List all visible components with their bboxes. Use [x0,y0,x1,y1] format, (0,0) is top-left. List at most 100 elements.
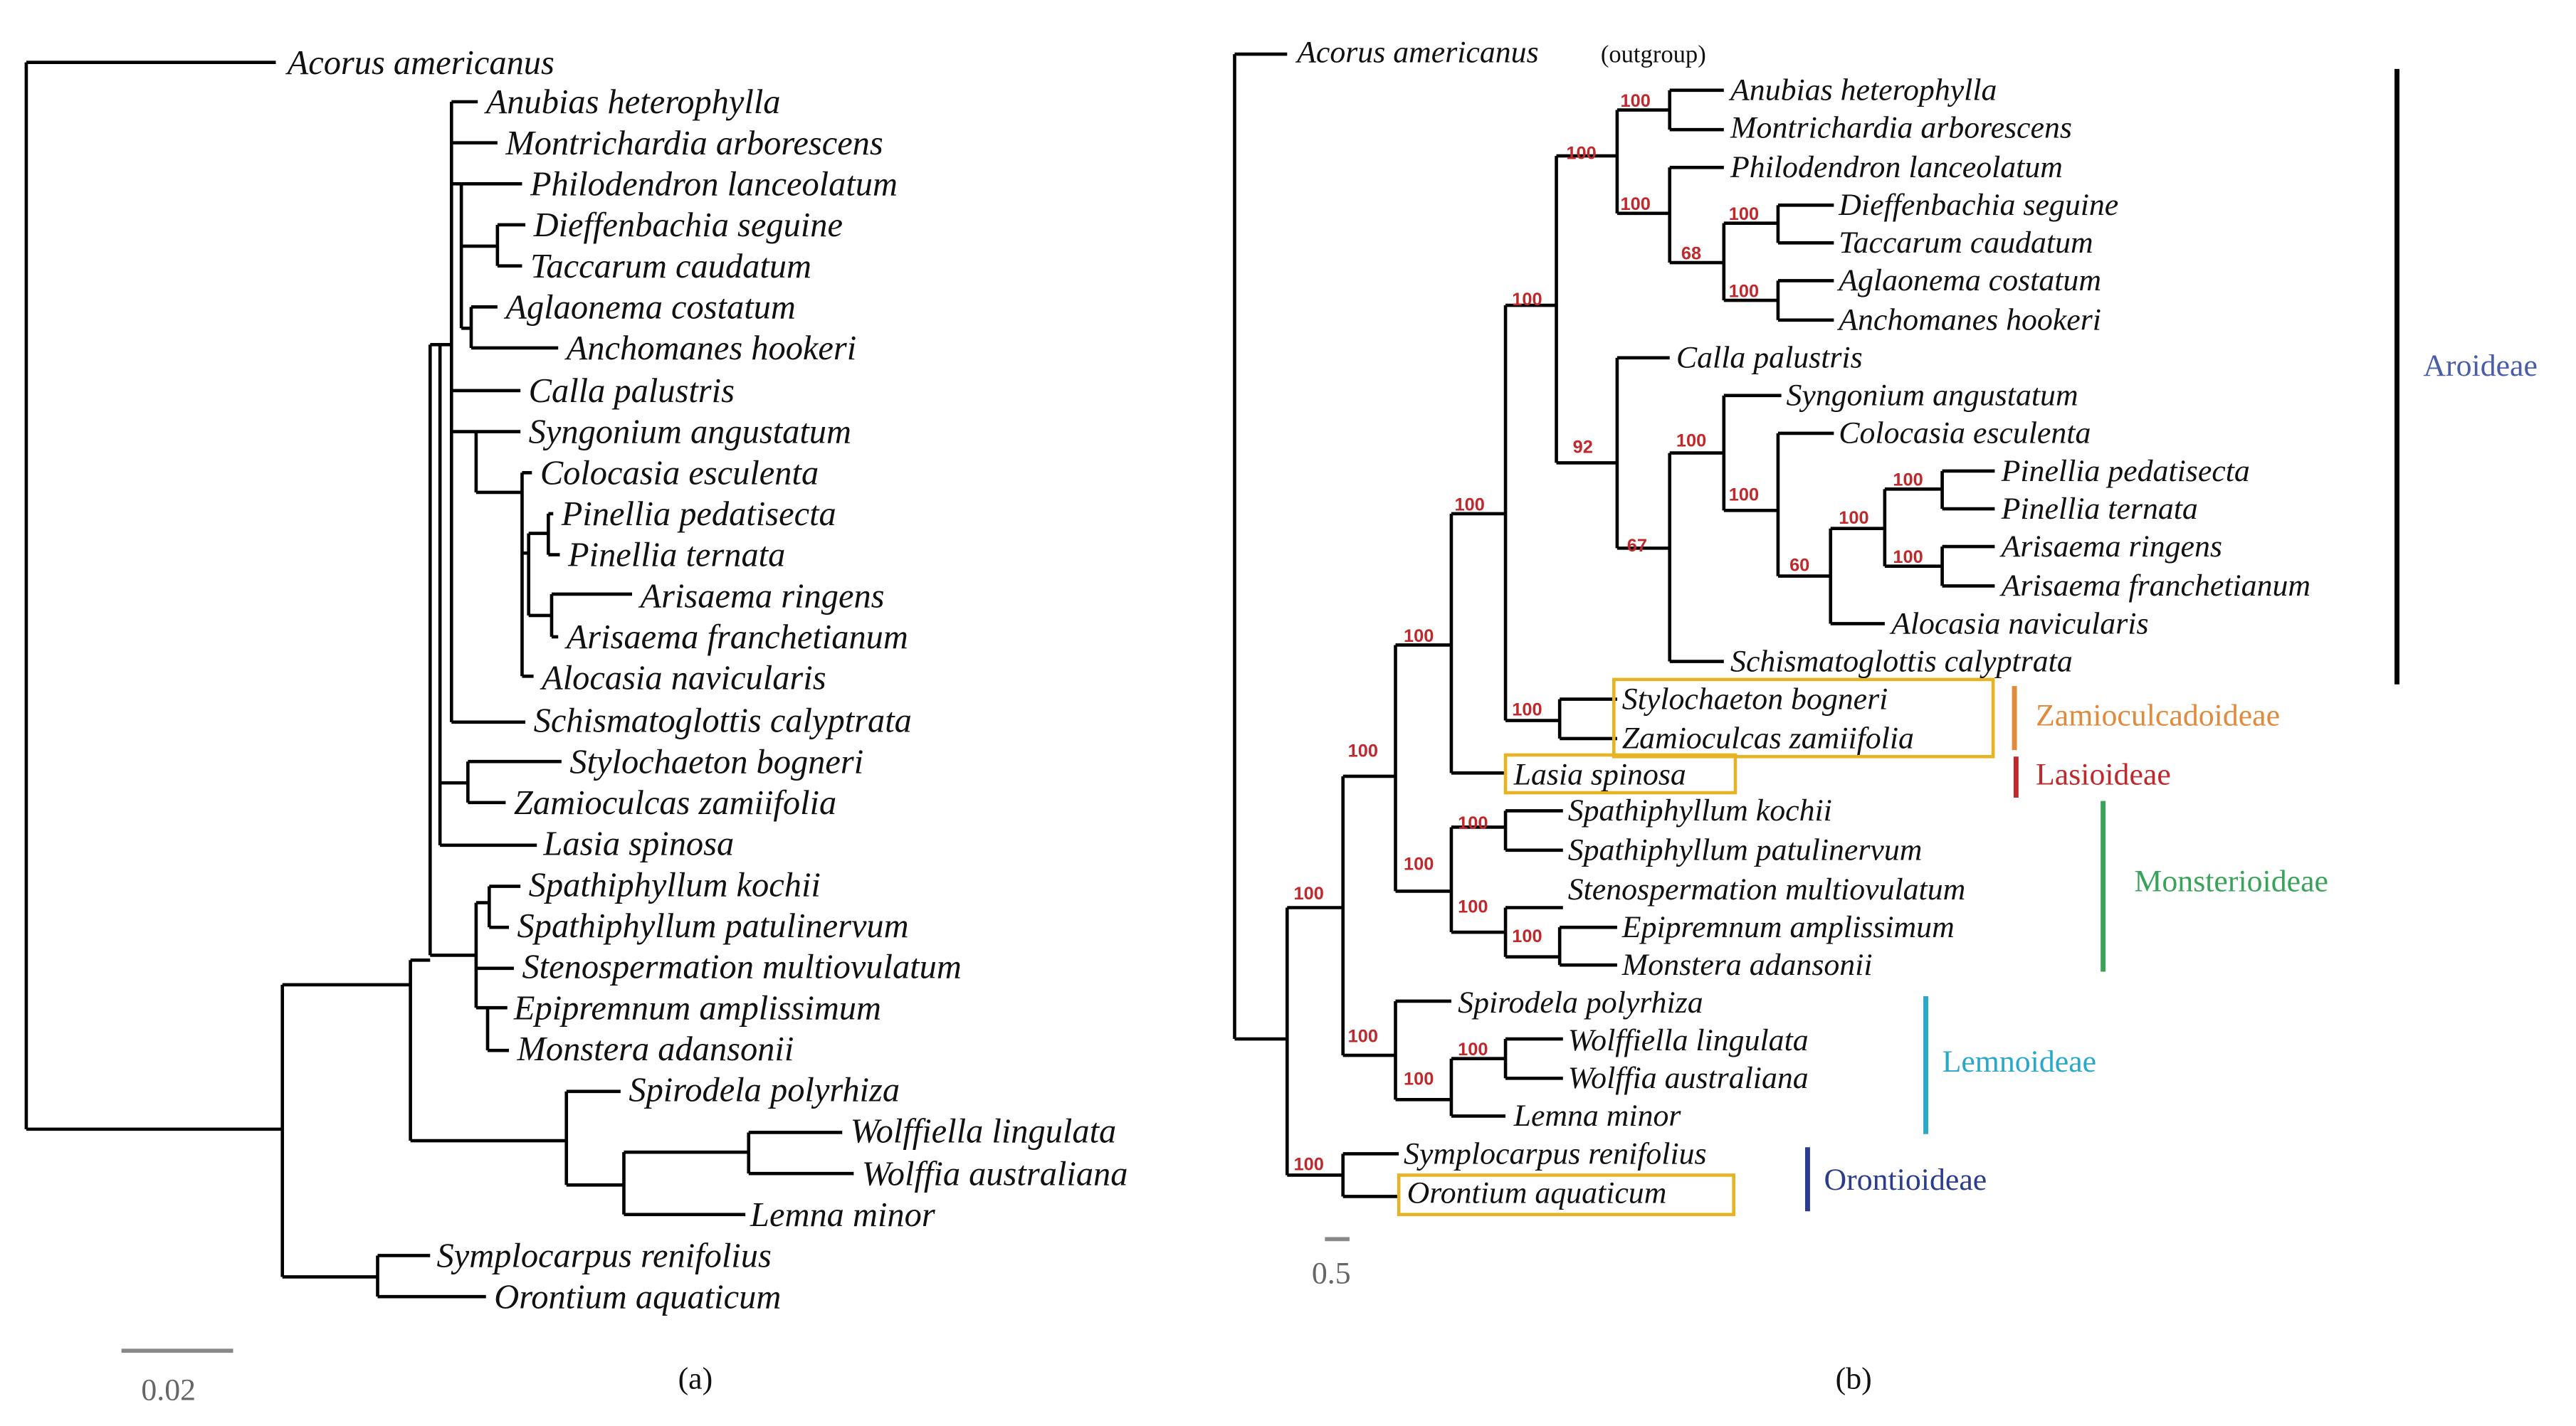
panel-b-clade-bars: Aroideae Zamioculcadoideae Lasioideae Mo… [1804,68,2538,1212]
taxon-label: Wolffiella lingulata [1568,1023,1809,1057]
taxon-label: Orontium aquaticum [494,1278,781,1316]
outgroup-note: (outgroup) [1601,41,1706,68]
taxon-label: Aglaonema costatum [503,288,796,326]
clade-label-lemnoideae: Lemnoideae [1942,1045,2097,1079]
support-value: 100 [1729,485,1759,505]
support-value: 100 [1458,813,1488,833]
support-value: 100 [1839,508,1868,528]
panel-a-branches [24,60,854,1299]
support-value: 92 [1573,438,1593,458]
support-value: 100 [1566,144,1596,164]
taxon-label: Lemna minor [1513,1099,1682,1133]
support-value: 100 [1458,897,1488,917]
clade-label-aroideae: Aroideae [2423,349,2538,383]
taxon-label: Spathiphyllum patulinervum [517,907,909,945]
panel-b-highlight-boxes [1397,677,1995,1217]
highlight-box-zamioculcadoideae [1612,677,1995,759]
taxon-label: Stylochaeton bogneri [1622,682,1888,716]
highlight-box-lasia [1503,753,1738,795]
taxon-label: Pinellia ternata [567,537,785,574]
taxon-label: Schismatoglottis calyptrata [1730,644,2073,678]
panel-a-tree: Acorus americanus Anubias heterophylla M… [24,44,1128,1407]
taxon-label: Stylochaeton bogneri [569,743,863,781]
taxon-label: Colocasia esculenta [1839,416,2091,450]
support-value: 100 [1512,290,1542,310]
support-value: 67 [1627,536,1647,556]
support-value: 100 [1455,495,1485,514]
support-value: 100 [1294,884,1324,904]
clade-label-orontioideae: Orontioideae [1824,1163,1987,1197]
taxon-label: Aglaonema costatum [1836,263,2101,297]
panel-b-label: (b) [1836,1361,1872,1395]
taxon-label: Anchomanes hookeri [1836,303,2101,337]
taxon-label: Epipremnum amplissimum [513,989,881,1027]
taxon-label: Monstera adansonii [517,1030,794,1068]
taxon-label: Montrichardia arborescens [1730,111,2072,145]
support-value: 100 [1621,194,1651,214]
taxon-label: Arisaema ringens [1999,529,2222,564]
taxon-label: Dieffenbachia seguine [1838,188,2118,222]
taxon-label: Spirodela polyrhiza [1458,986,1703,1020]
taxon-label: Taccarum caudatum [1839,226,2093,260]
support-value: 100 [1512,926,1542,946]
taxon-label: Arisaema franchetianum [1999,569,2310,603]
taxon-label: Montrichardia arborescens [505,125,883,162]
taxon-label: Pinellia pedatisecta [2001,454,2250,488]
taxon-label: Orontium aquaticum [1407,1176,1667,1210]
support-value: 100 [1512,700,1542,720]
taxon-label: Philodendron lanceolatum [530,165,898,203]
clade-label-monsterioideae: Monsterioideae [2134,864,2328,898]
taxon-label: Spathiphyllum kochii [1568,793,1832,828]
taxon-label: Epipremnum amplissimum [1621,910,1955,944]
taxon-label: Philodendron lanceolatum [1730,150,2063,184]
support-value: 100 [1621,91,1651,111]
taxon-label: Calla palustris [1676,341,1863,375]
support-value: 100 [1348,1027,1378,1047]
taxon-label: Alocasia navicularis [540,660,826,697]
taxon-label: Arisaema franchetianum [564,618,908,656]
taxon-label: Taccarum caudatum [530,248,811,285]
support-value: 100 [1404,1070,1434,1089]
taxon-label: Pinellia ternata [2001,492,2198,526]
support-value: 100 [1404,854,1434,874]
taxon-label: Lemna minor [750,1196,935,1234]
taxon-label: Arisaema ringens [638,577,885,615]
taxon-label: Symplocarpus renifolius [1404,1136,1707,1171]
panel-a-scale-label: 0.02 [141,1373,196,1407]
taxon-label: Anchomanes hookeri [564,329,856,367]
highlight-box-orontium [1397,1173,1735,1217]
taxon-label: Wolffia australiana [1568,1061,1809,1095]
taxon-label: Syngonium angustatum [1786,379,2078,413]
support-value: 100 [1729,281,1759,301]
taxon-label: Lasia spinosa [1513,758,1686,792]
taxon-label: Dieffenbachia seguine [533,206,843,244]
panel-a-label: (a) [678,1361,713,1395]
support-value: 100 [1404,626,1434,646]
taxon-label: Stenospermation multiovulatum [1568,872,1966,907]
taxon-label: Spathiphyllum patulinervum [1568,833,1923,867]
taxon-label: Anubias heterophylla [1728,73,1997,107]
taxon-label: Monstera adansonii [1621,948,1873,982]
taxon-label: Symplocarpus renifolius [437,1237,772,1275]
taxon-label: Spirodela polyrhiza [629,1072,900,1109]
taxon-label: Lasia spinosa [542,825,734,863]
taxon-label: Schismatoglottis calyptrata [534,702,912,740]
support-value: 100 [1294,1155,1324,1175]
panel-b-branches [1233,52,1995,1198]
support-value: 100 [1893,547,1923,567]
taxon-label: Acorus americanus [1295,36,1539,70]
clade-label-zamioculcadoideae: Zamioculcadoideae [2036,698,2280,732]
taxon-label: Zamioculcas zamiifolia [1622,722,1914,756]
taxon-label: Acorus americanus [285,44,554,82]
taxon-label: Anubias heterophylla [484,83,781,121]
taxon-label: Wolffia australiana [862,1155,1128,1193]
taxon-label: Colocasia esculenta [540,454,819,492]
taxon-label: Alocasia navicularis [1889,606,2148,640]
support-value: 100 [1729,204,1759,224]
support-value: 100 [1676,431,1706,450]
taxon-label: Spathiphyllum kochii [529,866,821,904]
panel-a-taxon-labels: Acorus americanus Anubias heterophylla M… [285,44,1128,1316]
